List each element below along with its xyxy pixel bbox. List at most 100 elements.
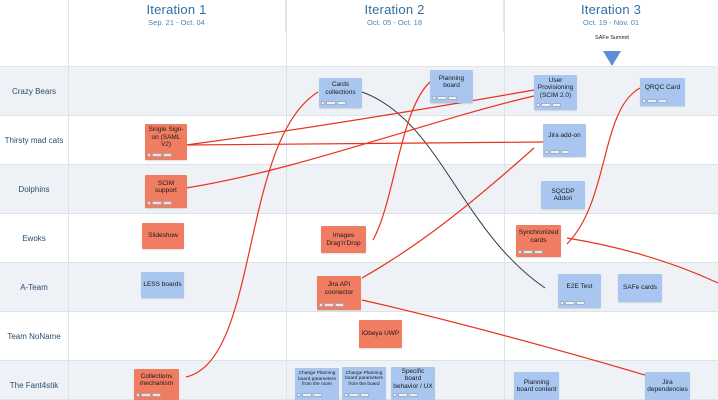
card-title: LESS boards <box>143 281 182 289</box>
card-badges <box>147 153 172 159</box>
feature-card[interactable]: E2E Test <box>558 274 601 308</box>
team-name: Ewoks <box>22 234 46 243</box>
badge <box>550 150 560 154</box>
feature-card[interactable]: Collections mechanism <box>134 369 179 400</box>
badge <box>297 393 301 397</box>
card-badges <box>321 101 346 107</box>
card-title: Planning board content <box>516 378 557 394</box>
badge <box>152 393 161 397</box>
card-title: SQCDP Addon <box>551 187 575 203</box>
card-title: QRQC Card <box>644 83 681 91</box>
feature-card[interactable]: QRQC Card <box>640 78 685 106</box>
badge <box>437 96 447 100</box>
badge <box>658 99 667 103</box>
card-title: Synchronized cards <box>518 229 559 244</box>
feature-card[interactable]: SAFe cards <box>618 274 662 302</box>
card-title: E2E Test <box>566 282 593 290</box>
feature-card[interactable]: Cards collections <box>319 78 362 108</box>
feature-card[interactable]: Planning board content <box>514 372 559 400</box>
card-badges <box>136 393 161 399</box>
badge <box>152 153 162 157</box>
team-name: The Fant4stik <box>9 381 59 390</box>
card-title: Change Planning board parameters from th… <box>345 370 383 387</box>
badge <box>536 103 540 107</box>
badge <box>545 150 549 154</box>
badge <box>432 96 436 100</box>
iteration-header-1[interactable]: Iteration 1 Sep. 21 - Oct. 04 <box>68 0 286 32</box>
iteration-name: Iteration 3 <box>580 2 641 17</box>
badge <box>326 101 336 105</box>
column-divider <box>286 0 287 400</box>
feature-card[interactable]: Change Planning board parameters from th… <box>295 368 339 400</box>
team-name: Dolphins <box>18 185 50 194</box>
iteration-name: Iteration 1 <box>146 2 207 17</box>
badge <box>393 393 397 397</box>
team-name: Crazy Bears <box>11 87 56 96</box>
badge <box>561 150 570 154</box>
badge <box>147 201 151 205</box>
badge <box>319 303 323 307</box>
feature-card[interactable]: Jira add-on <box>543 124 586 157</box>
card-badges <box>319 303 344 309</box>
team-name: Thirsty mad cats <box>4 136 64 145</box>
feature-card[interactable]: LESS boards <box>141 272 184 298</box>
badge <box>523 250 533 254</box>
feature-card[interactable]: User Provisioning (SCIM 2.0) <box>534 75 577 110</box>
feature-card[interactable]: Jira API connector <box>317 276 361 310</box>
badge <box>302 393 312 397</box>
column-divider <box>68 0 69 400</box>
badge <box>349 393 359 397</box>
milestone-label: SAFe Summit <box>595 35 629 41</box>
badge <box>534 250 543 254</box>
badge <box>163 153 172 157</box>
badge <box>398 393 408 397</box>
column-divider <box>504 0 505 400</box>
card-title: Slideshow <box>148 232 178 240</box>
badge <box>541 103 551 107</box>
team-lane-dolphins: Dolphins <box>0 165 718 214</box>
card-title: Cards collections <box>325 81 356 96</box>
card-title: SAFe cards <box>623 284 657 292</box>
badge <box>518 250 522 254</box>
feature-card[interactable]: Synchronized cards <box>516 225 561 257</box>
feature-card[interactable]: Jira dependencies <box>645 372 690 400</box>
feature-card[interactable]: Single Sign-on (SAML V2) <box>145 124 187 160</box>
milestone-marker-icon[interactable] <box>603 51 621 66</box>
card-badges <box>642 99 667 105</box>
card-title: SCIM support <box>155 179 177 195</box>
card-badges <box>344 393 369 399</box>
badge <box>163 201 172 205</box>
iteration-header-3[interactable]: Iteration 3 Oct. 19 - Nov. 01 <box>504 0 718 32</box>
feature-card[interactable]: iObeya UWP <box>359 320 402 348</box>
iteration-dates: Oct. 19 - Nov. 01 <box>582 18 640 27</box>
card-title: Jira add-on <box>548 132 581 140</box>
feature-card[interactable]: Planning board <box>430 70 473 103</box>
feature-card[interactable]: Change Planning board parameters from th… <box>342 367 386 400</box>
badge <box>552 103 561 107</box>
card-title: Planning board <box>438 74 465 90</box>
feature-card[interactable]: Specific board behavior / UX <box>391 367 435 400</box>
badge <box>448 96 457 100</box>
feature-card[interactable]: SCIM support <box>145 175 187 208</box>
card-badges <box>545 150 570 156</box>
card-badges <box>147 201 172 207</box>
card-title: Specific board behavior / UX <box>393 367 433 390</box>
badge <box>409 393 418 397</box>
feature-card[interactable]: Slideshow <box>142 223 184 249</box>
card-title: User Provisioning (SCIM 2.0) <box>537 76 574 99</box>
badge <box>335 303 344 307</box>
badge <box>360 393 369 397</box>
badge <box>642 99 646 103</box>
badge <box>565 301 575 305</box>
feature-card[interactable]: Images Drag'n'Drop <box>321 226 366 253</box>
badge <box>152 201 162 205</box>
badge <box>141 393 151 397</box>
badge <box>321 101 325 105</box>
iteration-name: Iteration 2 <box>364 2 425 17</box>
card-badges <box>297 393 322 399</box>
feature-card[interactable]: SQCDP Addon <box>541 181 585 209</box>
badge <box>147 153 151 157</box>
iteration-header-2[interactable]: Iteration 2 Oct. 05 - Oct. 18 <box>286 0 504 32</box>
badge <box>324 303 334 307</box>
